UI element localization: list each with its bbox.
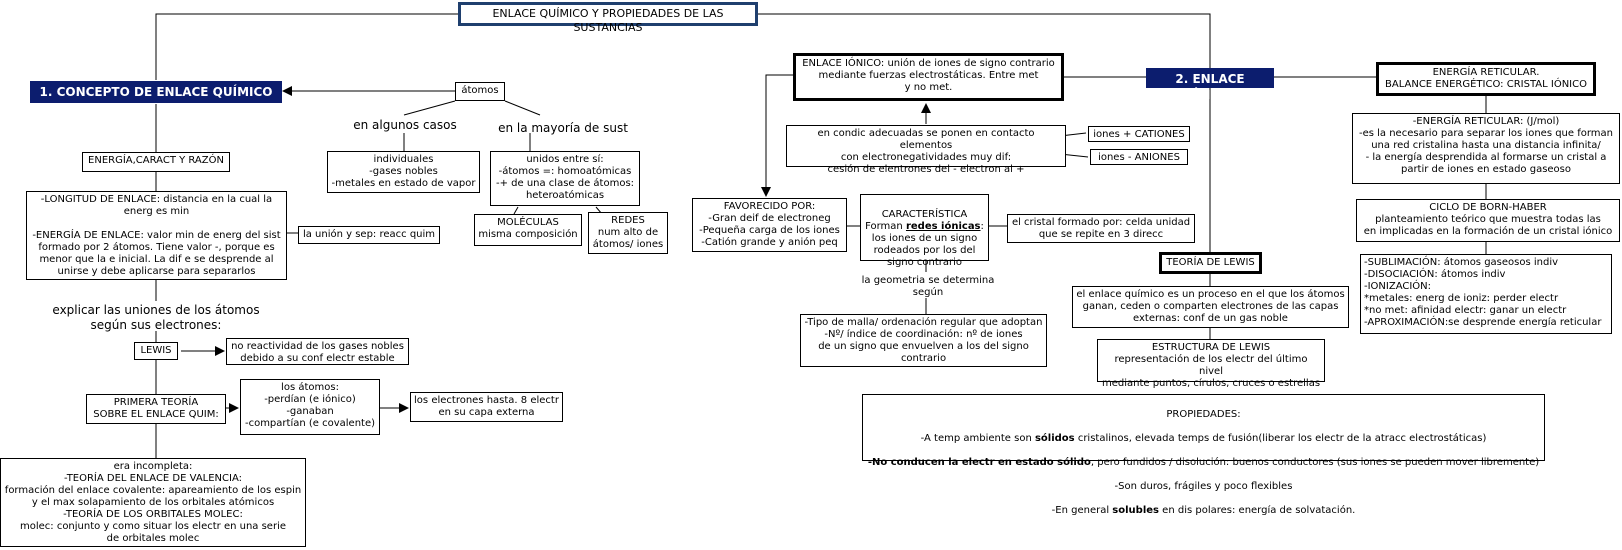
cationes-node: iones + CATIONES (1088, 126, 1190, 142)
cristal-node: el cristal formado por: celda unidad que… (1007, 214, 1195, 243)
primera-teoria-node: PRIMERA TEORÍA SOBRE EL ENLACE QUIM: (86, 394, 226, 424)
caracteristica-post: : los iones de un signo rodeados por los… (871, 221, 984, 268)
propiedad-2-bold: -No conducen la electr en estado sólido (867, 457, 1091, 468)
aniones-node: iones - ANIONES (1090, 149, 1188, 165)
moleculas-node: MOLÉCULAS misma composición (474, 214, 582, 246)
propiedad-4-post: en dis polares: energía de solvatación. (1159, 505, 1356, 516)
propiedades-title: PROPIEDADES: (1166, 409, 1241, 420)
section-1-heading: 1. CONCEPTO DE ENLACE QUÍMICO (30, 81, 282, 103)
individuales-node: individuales -gases nobles -metales en e… (327, 151, 480, 193)
algunos-casos-label: en algunos casos (353, 118, 457, 132)
no-reactividad-node: no reactividad de los gases nobles debid… (226, 338, 409, 365)
caracteristica-pre: Forman (865, 221, 906, 232)
redes-node: REDES num alto de átomos/ iones (588, 212, 668, 254)
map-title: ENLACE QUÍMICO Y PROPIEDADES DE LAS SUST… (458, 2, 758, 34)
geometria-label: la geometria se determina según (861, 275, 995, 298)
malla-node: -Tipo de malla/ ordenación regular que a… (800, 314, 1047, 367)
energia-reticular-node: -ENERGÍA RETICULAR: (J/mol) -es la neces… (1352, 113, 1620, 184)
union-sep-node: la unión y sep: reacc quim (298, 226, 440, 244)
section-2-heading: 2. ENLACE IÓNICO (1146, 68, 1274, 102)
propiedad-3: -Son duros, frágiles y poco flexibles (1114, 481, 1293, 492)
propiedad-1: -A temp ambiente son sólidos cristalinos… (866, 433, 1541, 445)
propiedades-node: PROPIEDADES: -A temp ambiente son sólido… (862, 394, 1545, 516)
propiedad-1-bold: sólidos (1034, 433, 1075, 444)
caracteristica-bold: redes iónicas (905, 221, 981, 232)
lewis-def-node: el enlace químico es un proceso en el qu… (1072, 286, 1349, 328)
propiedad-4-bold: solubles (1112, 505, 1159, 516)
propiedad-4: -En general solubles en dis polares: ene… (866, 505, 1541, 517)
los-atomos-node: los átomos: -perdían (e iónico) -ganaban… (240, 379, 380, 435)
ocho-electrones-node: los electrones hasta. 8 electr en su cap… (410, 392, 563, 422)
born-haber-node: CICLO DE BORN-HABER planteamiento teóric… (1356, 199, 1620, 242)
propiedad-4-pre: -En general (1051, 505, 1113, 516)
born-haber-list-node: -SUBLIMACIÓN: átomos gaseosos indiv -DIS… (1360, 254, 1612, 334)
incompleta-node: era incompleta: -TEORÍA DEL ENLACE DE VA… (0, 458, 306, 547)
propiedad-2-post: , pero fundidos / disolución: buenos con… (1090, 457, 1540, 468)
lewis-node: LEWIS (134, 342, 178, 360)
enlace-ionico-def-node: ENLACE IÓNICO: unión de iones de signo c… (793, 53, 1064, 101)
longitud-energia-node: -LONGITUD DE ENLACE: distancia en la cua… (26, 191, 287, 280)
unidos-node: unidos entre sí: -átomos =: homoatómicas… (490, 151, 640, 206)
mayoria-label: en la mayoría de sust (498, 121, 628, 135)
teoria-lewis-node: TEORÍA DE LEWIS (1159, 252, 1262, 274)
propiedad-2: -No conducen la electr en estado sólido,… (866, 457, 1541, 469)
energia-caract-node: ENERGÍA,CARACT Y RAZÓN (82, 152, 230, 172)
condic-node: en condic adecuadas se ponen en contacto… (786, 125, 1066, 175)
atomos-node: átomos (455, 82, 505, 101)
favorecido-node: FAVORECIDO POR: -Gran deif de electroneg… (692, 198, 847, 252)
propiedad-1-pre: -A temp ambiente son (920, 433, 1035, 444)
energia-reticular-title-node: ENERGÍA RETICULAR. BALANCE ENERGÉTICO: C… (1376, 62, 1596, 96)
explicar-label: explicar las uniones de los átomos según… (52, 303, 260, 332)
caracteristica-title: CARACTERÍSTICA (881, 209, 968, 220)
propiedad-1-post: cristalinos, elevada temps de fusión(lib… (1074, 433, 1487, 444)
estructura-lewis-node: ESTRUCTURA DE LEWIS representación de lo… (1097, 339, 1325, 389)
